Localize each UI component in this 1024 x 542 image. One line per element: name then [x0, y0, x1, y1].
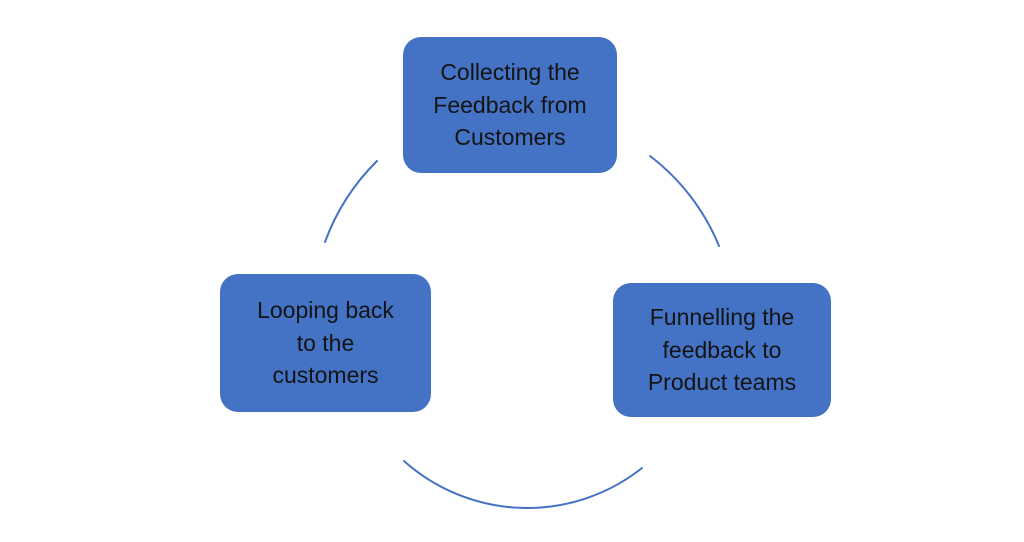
arc-left-to-top-icon: [324, 160, 378, 243]
node-looping-back: Looping back to the customers: [220, 274, 431, 412]
node-funnelling-feedback: Funnelling the feedback to Product teams: [613, 283, 831, 417]
arc-right-to-left-icon: [403, 460, 643, 509]
node-collecting-feedback: Collecting the Feedback from Customers: [403, 37, 617, 173]
arc-top-to-right-icon: [649, 155, 720, 247]
